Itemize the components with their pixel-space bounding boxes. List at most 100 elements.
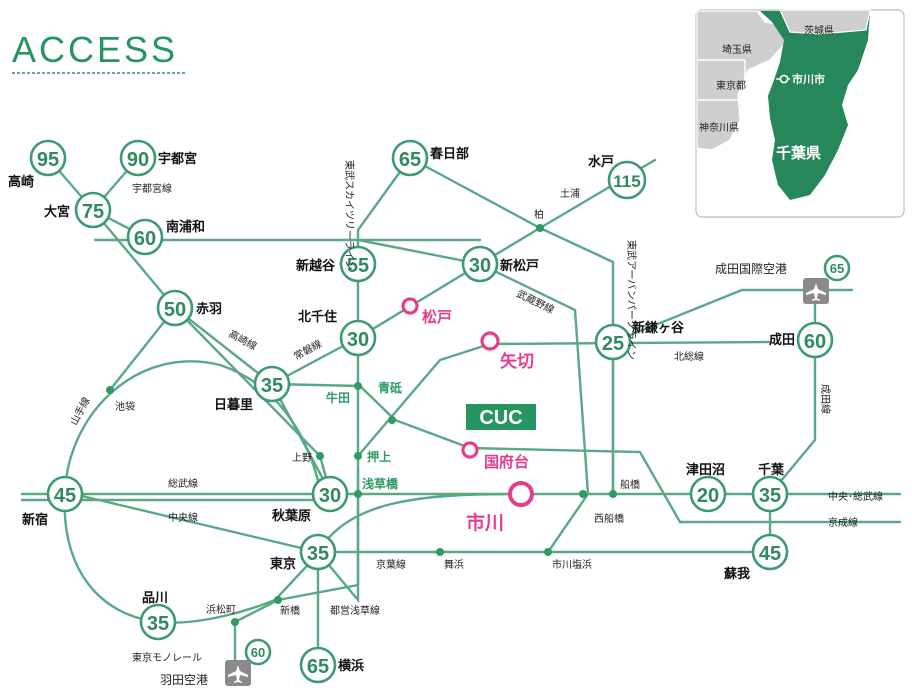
inset-tokyo-label: 東京都 bbox=[716, 79, 746, 92]
svg-text:60: 60 bbox=[134, 228, 156, 250]
matsudo-label: 松戸 bbox=[422, 308, 452, 326]
shinkoshigaya-node: 55 bbox=[339, 245, 377, 283]
haneda-label: 羽田空港 bbox=[160, 673, 208, 687]
tobu-urban-park-line-label: 東武アーバンパークライン bbox=[625, 240, 638, 360]
mito-node: 115 bbox=[607, 160, 647, 200]
akabane-node: 50 bbox=[156, 289, 194, 327]
time-circles: 95 90 75 60 50 65 115 55 30 30 25 60 65 … bbox=[29, 139, 851, 684]
inset-ibaraki-label: 茨城県 bbox=[804, 24, 834, 37]
tokyo-monorail-line-label: 東京モノレール bbox=[132, 651, 202, 664]
narita-node: 60 bbox=[796, 321, 834, 359]
ueno-dot-icon bbox=[316, 452, 324, 460]
toei-asakusa-line-label: 都営浅草線 bbox=[330, 604, 380, 617]
tsudanuma-label: 津田沼 bbox=[686, 462, 725, 478]
inset-tokyo-region bbox=[696, 10, 789, 151]
shinagawa-label: 品川 bbox=[142, 591, 168, 606]
chiba-label: 千葉 bbox=[758, 462, 785, 478]
inset-chiba-region bbox=[760, 11, 870, 200]
yagiri-ring-icon bbox=[480, 331, 500, 351]
svg-text:50: 50 bbox=[164, 299, 186, 321]
nippori-label: 日暮里 bbox=[214, 397, 253, 413]
oshiage-dot-icon bbox=[354, 452, 362, 460]
svg-text:35: 35 bbox=[307, 543, 329, 565]
utsunomiya-label: 宇都宮 bbox=[158, 151, 197, 167]
svg-text:60: 60 bbox=[251, 645, 265, 660]
kitasenju-label: 北千住 bbox=[298, 309, 337, 325]
inset-ichikawa-label: 市川市 bbox=[792, 72, 825, 86]
sobu-line-label: 総武線 bbox=[168, 477, 198, 490]
aoto-label: 青砥 bbox=[378, 380, 402, 395]
kounodai-ring-icon bbox=[461, 441, 479, 459]
chuo-sobu-line-label: 中央･総武線 bbox=[828, 490, 883, 503]
svg-text:75: 75 bbox=[82, 201, 104, 223]
shinagawa-node: 35 bbox=[139, 603, 177, 641]
yamanote-line-label: 山手線 bbox=[67, 395, 93, 428]
nishifunabashi-dot-icon bbox=[579, 490, 587, 498]
shinmatsudo-node: 30 bbox=[461, 245, 499, 283]
tsuchiura-label: 土浦 bbox=[560, 187, 580, 200]
node-labels: 高崎 宇都宮 大宮 南浦和 赤羽 春日部 水戸 新越谷 新松戸 北千住 新鎌ヶ谷… bbox=[8, 146, 795, 687]
inset-map: 茨城県 埼玉県 東京都 神奈川県 市川市 千葉県 bbox=[695, 9, 905, 218]
ichikawashiohama-dot-icon bbox=[544, 548, 552, 556]
kitasenju-node: 30 bbox=[339, 319, 377, 357]
ikebukuro-label: 池袋 bbox=[115, 400, 135, 413]
inset-kanagawa-label: 神奈川県 bbox=[699, 121, 739, 134]
shinmatsudo-label: 新松戸 bbox=[500, 258, 539, 274]
omiya-node: 75 bbox=[74, 191, 112, 229]
soga-label: 蘇我 bbox=[723, 566, 750, 582]
svg-text:30: 30 bbox=[347, 329, 369, 351]
shinkamagaya-node: 25 bbox=[594, 323, 632, 361]
svg-text:95: 95 bbox=[37, 149, 59, 171]
maihama-label: 舞浜 bbox=[444, 559, 464, 571]
yokohama-label: 横浜 bbox=[338, 658, 364, 674]
tokyo-node: 35 bbox=[299, 533, 337, 571]
ikebukuro-dot-icon bbox=[106, 386, 114, 394]
nishifunabashi-label: 西船橋 bbox=[594, 512, 624, 525]
destinations: 松戸 矢切 国府台 市川 CUC bbox=[401, 297, 536, 534]
svg-text:25: 25 bbox=[602, 333, 624, 355]
svg-text:30: 30 bbox=[469, 255, 491, 277]
utsunomiya-node: 90 bbox=[119, 139, 157, 177]
ueno-label: 上野 bbox=[292, 452, 312, 464]
inset-chiba-label: 千葉県 bbox=[776, 144, 821, 162]
kashiwa-label: 柏 bbox=[534, 208, 544, 221]
svg-text:35: 35 bbox=[759, 485, 781, 507]
minamiurawa-label: 南浦和 bbox=[166, 219, 205, 235]
funabashi-dot-icon bbox=[609, 490, 617, 498]
svg-text:60: 60 bbox=[804, 331, 826, 353]
takasaki-line-label: 高崎線 bbox=[227, 327, 260, 353]
narita-airport-node: 65 bbox=[823, 254, 851, 282]
chuo-line-label: 中央線 bbox=[168, 511, 198, 524]
cuc-badge bbox=[466, 404, 536, 430]
shinbashi-label: 新橋 bbox=[280, 604, 300, 617]
inset-ichikawa-marker-icon bbox=[779, 74, 789, 84]
tokyo-label: 東京 bbox=[270, 556, 296, 572]
takasaki-node: 95 bbox=[29, 139, 67, 177]
station-dots bbox=[106, 224, 617, 626]
takasaki-label: 高崎 bbox=[8, 174, 34, 190]
utsunomiya-line-label: 宇都宮線 bbox=[132, 182, 172, 195]
keiyo-line-label: 京葉線 bbox=[376, 558, 406, 571]
svg-text:55: 55 bbox=[347, 255, 369, 277]
hamamatsucho-dot-icon bbox=[231, 618, 239, 626]
ushida-dot-icon bbox=[354, 382, 362, 390]
haneda-node: 60 bbox=[244, 638, 272, 666]
matsudo-ring-icon bbox=[401, 297, 419, 315]
svg-text:35: 35 bbox=[261, 375, 283, 397]
akabane-label: 赤羽 bbox=[196, 301, 222, 317]
tobu-skytree-line-label: 東武スカイツリーライン bbox=[343, 160, 356, 270]
svg-text:65: 65 bbox=[399, 149, 421, 171]
aoto-dot-icon bbox=[388, 416, 396, 424]
kasukabe-node: 65 bbox=[391, 139, 429, 177]
page-title: ACCESS bbox=[12, 29, 178, 70]
cuc-badge-label: CUC bbox=[479, 407, 522, 429]
chiba-node: 35 bbox=[751, 475, 789, 513]
minamiurawa-node: 60 bbox=[126, 218, 164, 256]
yokohama-node: 65 bbox=[299, 646, 337, 684]
shinkamagaya-label: 新鎌ヶ谷 bbox=[632, 320, 685, 336]
keisei-line-label: 京成線 bbox=[828, 516, 858, 529]
svg-text:65: 65 bbox=[830, 261, 844, 276]
akihabara-label: 秋葉原 bbox=[272, 508, 311, 524]
hokuso-line-label: 北総線 bbox=[674, 350, 704, 363]
